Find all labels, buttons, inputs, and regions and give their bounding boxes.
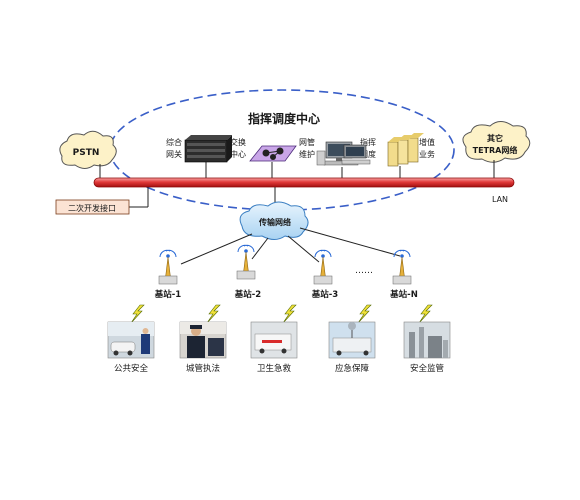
- node-dispatch-label-1: 指挥: [360, 137, 376, 147]
- node-nms-label-1: 网管: [299, 137, 315, 147]
- station-n-label: 基站-N: [389, 289, 418, 300]
- node-gateway-label-2: 网关: [166, 149, 182, 159]
- node-nms-label-2: 维护: [299, 149, 315, 159]
- node-dispatch-label-2: 调度: [360, 149, 376, 159]
- base-station-1-icon: [158, 249, 178, 285]
- node-vas-label-2: 业务: [419, 149, 435, 159]
- lan-bus: [93, 177, 515, 188]
- wireless-link-5-icon: [418, 304, 433, 324]
- app-label-urban-enforcement: 城管执法: [186, 363, 220, 374]
- station-2-label: 基站-2: [234, 289, 262, 300]
- value-added-servers-icon: [387, 133, 424, 167]
- base-station-2-icon: [236, 244, 256, 280]
- node-switch-label-2: 中心: [230, 149, 246, 159]
- transport-network-label: 传输网络: [258, 217, 291, 227]
- app-photo-urban-enforcement: [179, 321, 227, 359]
- wireless-link-4-icon: [357, 304, 372, 324]
- app-photo-public-safety: [107, 321, 155, 359]
- wireless-link-3-icon: [282, 304, 297, 324]
- link-station-2: [251, 237, 269, 260]
- app-label-emergency-support: 应急保障: [335, 363, 370, 374]
- secondary-interface-label: 二次开发接口: [68, 203, 116, 213]
- link-station-1: [180, 233, 253, 265]
- pstn-cloud: PSTN: [59, 130, 117, 169]
- tetra-label: TETRA网络: [473, 145, 518, 155]
- base-station-n-icon: [392, 249, 412, 285]
- pstn-label: PSTN: [73, 148, 100, 158]
- wireless-link-1-icon: [130, 304, 145, 324]
- app-photo-ambulance: [250, 321, 298, 359]
- other-label: 其它: [487, 133, 503, 143]
- station-3-label: 基站-3: [311, 289, 339, 300]
- app-photo-emergency-support: [328, 321, 376, 359]
- app-photo-safety-monitoring: [403, 321, 451, 359]
- secondary-interface-box: [55, 199, 130, 215]
- base-station-3-icon: [313, 249, 333, 285]
- node-switch-label-1: 交换: [230, 137, 246, 147]
- app-label-ambulance: 卫生急救: [257, 363, 292, 374]
- app-label-safety-monitoring: 安全监管: [410, 363, 444, 374]
- app-label-public-safety: 公共安全: [114, 363, 149, 374]
- node-gateway-label-1: 综合: [166, 137, 182, 147]
- switch-center-icon: [249, 145, 297, 162]
- stations-ellipsis: ……: [355, 266, 373, 276]
- link-station-n: [299, 227, 401, 257]
- station-1-label: 基站-1: [154, 289, 182, 300]
- lan-label: LAN: [492, 195, 508, 204]
- command-center-title: 指挥调度中心: [248, 111, 320, 126]
- node-vas-label-1: 增值: [419, 137, 435, 147]
- transport-network-cloud: 传输网络: [239, 201, 309, 240]
- dispatch-console-icon: [341, 144, 371, 165]
- link-station-3: [287, 235, 320, 263]
- gateway-device-icon: [184, 135, 232, 163]
- wireless-link-2-icon: [206, 304, 221, 324]
- other-tetra-cloud: 其它 TETRA网络: [462, 121, 531, 163]
